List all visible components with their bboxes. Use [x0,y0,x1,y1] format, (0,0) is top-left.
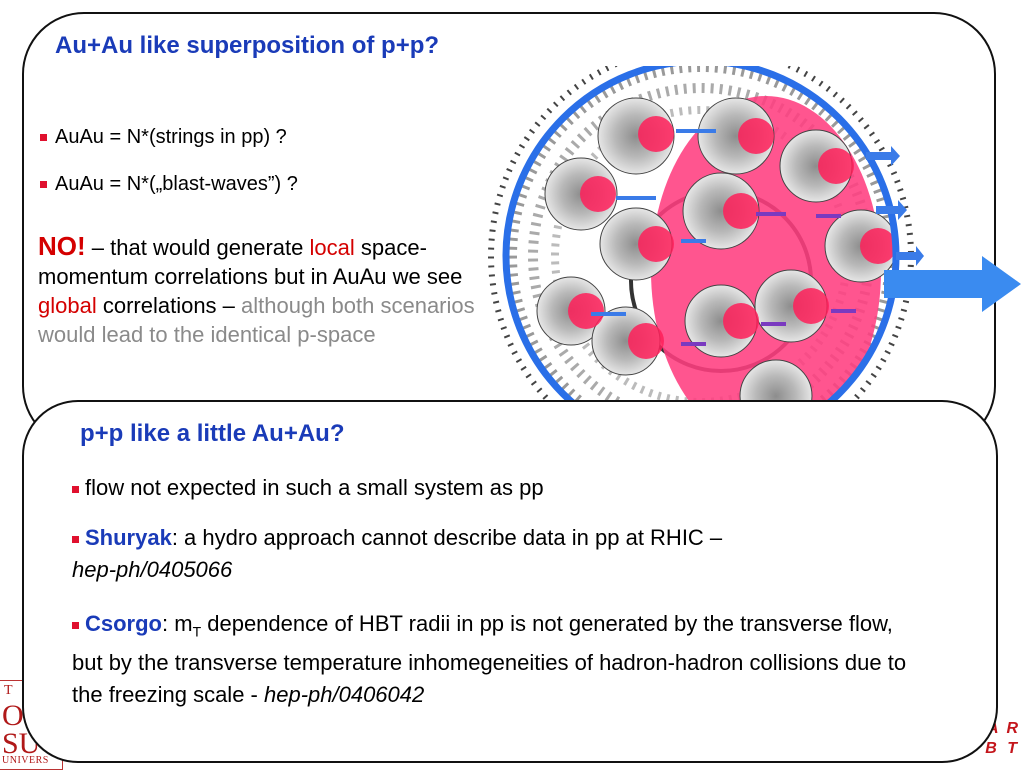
logo-letter-2: O [2,699,24,732]
bullet-square-icon [72,535,79,543]
csorgo-reference: hep-ph/0406042 [263,682,425,708]
shuryak-reference: hep-ph/0405066 [72,557,233,582]
bottom-bullet-csorgo: Csorgo: mT dependence of HBT radii in pp… [72,608,922,711]
top-bullet-list: AuAu = N*(strings in pp) ? AuAu = N*(„bl… [40,126,480,220]
csorgo-subscript: T [192,623,202,640]
shuryak-name: Shuryak [85,525,172,550]
local-word: local [309,235,355,260]
top-bullet-2-text: AuAu = N*(„blast-waves”) ? [55,173,298,195]
para-part-a: – that would generate [85,235,310,260]
shuryak-text: : a hydro approach cannot describe data … [171,525,723,550]
para-part-b: space-momentum correlations but in AuAu … [38,235,463,289]
large-blue-arrow-icon [884,256,1021,312]
nucleus-interior [506,66,896,416]
top-title: Au+Au like superposition of p+p? [55,32,440,59]
top-bullet-1-text: AuAu = N*(strings in pp) ? [55,126,287,148]
no-word: NO! [38,232,86,261]
csorgo-name: Csorgo [85,611,162,636]
logo-text-4: UNIVERS [2,755,49,766]
outgoing-arrows [866,146,924,266]
bottom-title: p+p like a little Au+Au? [80,420,345,447]
bullet-square-icon [72,621,79,629]
bullet-square-icon [40,134,47,141]
bottom-bullet-1: flow not expected in such a small system… [72,472,922,504]
bottom-bullet-1-text: flow not expected in such a small system… [85,475,544,500]
csorgo-text-b: dependence of HBT radii in pp is not gen… [72,611,907,708]
nucleus-collision-illustration [488,66,1021,416]
para-part-c: correlations – [96,293,242,318]
bullet-square-icon [72,485,79,493]
top-paragraph: NO! – that would generate local space-mo… [38,232,486,400]
bottom-panel [22,400,998,763]
bullet-square-icon [40,181,47,188]
logo-letter-1: T [4,683,13,698]
top-bullet-1: AuAu = N*(strings in pp) ? [40,126,480,149]
bottom-bullet-shuryak: Shuryak: a hydro approach cannot describ… [72,522,922,586]
global-word: global [38,293,97,318]
top-bullet-2: AuAu = N*(„blast-waves”) ? [40,173,480,196]
para-gray: although both scenarios would lead to th… [38,293,475,347]
csorgo-text-a: : m [162,611,193,636]
